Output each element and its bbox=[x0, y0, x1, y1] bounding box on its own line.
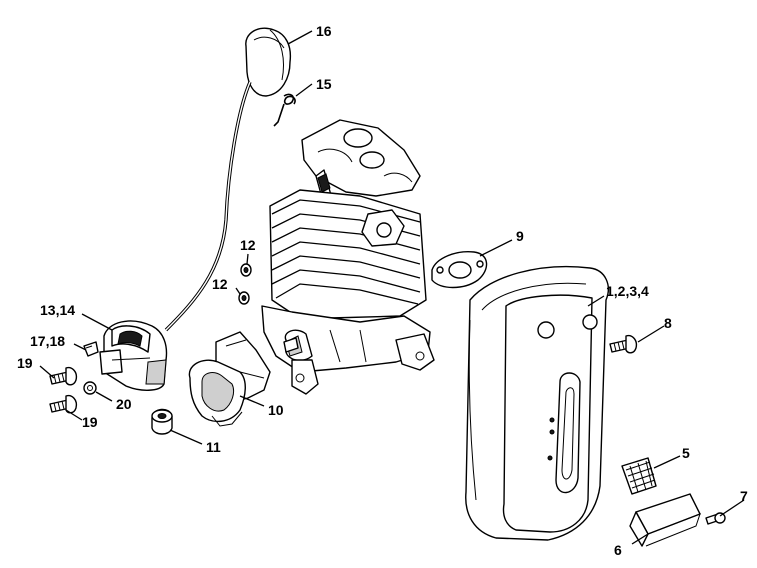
contact-spring bbox=[83, 341, 99, 357]
callout-9: 9 bbox=[516, 228, 524, 244]
callout-labels: 16 15 12 12 9 1,2,3,4 8 13,14 17,18 19 2… bbox=[17, 23, 748, 558]
callout-10: 10 bbox=[268, 402, 284, 418]
screw-7 bbox=[705, 512, 726, 525]
exhaust-deflector bbox=[629, 493, 701, 547]
intake-manifold bbox=[188, 331, 271, 427]
callout-19-upper: 19 bbox=[17, 355, 33, 371]
callout-12-lower: 12 bbox=[212, 276, 228, 292]
screw-19-lower bbox=[49, 394, 78, 414]
washer-12-lower bbox=[238, 291, 250, 305]
spring-clip bbox=[273, 93, 296, 127]
muffler bbox=[465, 265, 609, 541]
callout-7: 7 bbox=[740, 488, 748, 504]
washer-12-upper bbox=[240, 263, 252, 277]
spark-arrestor-screen bbox=[621, 457, 657, 495]
muffler-gasket bbox=[431, 251, 488, 289]
callout-11: 11 bbox=[206, 439, 221, 455]
bushing bbox=[151, 408, 173, 435]
callout-12-upper: 12 bbox=[240, 237, 256, 253]
screw-8 bbox=[609, 334, 638, 354]
callout-20: 20 bbox=[116, 396, 132, 412]
engine-cylinder bbox=[261, 119, 435, 395]
callout-17-18: 17,18 bbox=[30, 333, 65, 349]
callout-5: 5 bbox=[682, 445, 690, 461]
callout-1-2-3-4: 1,2,3,4 bbox=[606, 283, 649, 299]
spark-plug-boot bbox=[245, 27, 292, 97]
callout-15: 15 bbox=[316, 76, 332, 92]
callout-13-14: 13,14 bbox=[40, 302, 75, 318]
callout-6: 6 bbox=[614, 542, 622, 558]
ignition-module bbox=[99, 320, 168, 391]
ignition-lead bbox=[164, 81, 252, 332]
callout-16: 16 bbox=[316, 23, 332, 39]
screw-19-upper bbox=[49, 366, 78, 386]
callout-8: 8 bbox=[664, 315, 672, 331]
leader-lines bbox=[39, 30, 745, 545]
callout-19-lower: 19 bbox=[82, 414, 98, 430]
washer-20 bbox=[83, 381, 97, 395]
